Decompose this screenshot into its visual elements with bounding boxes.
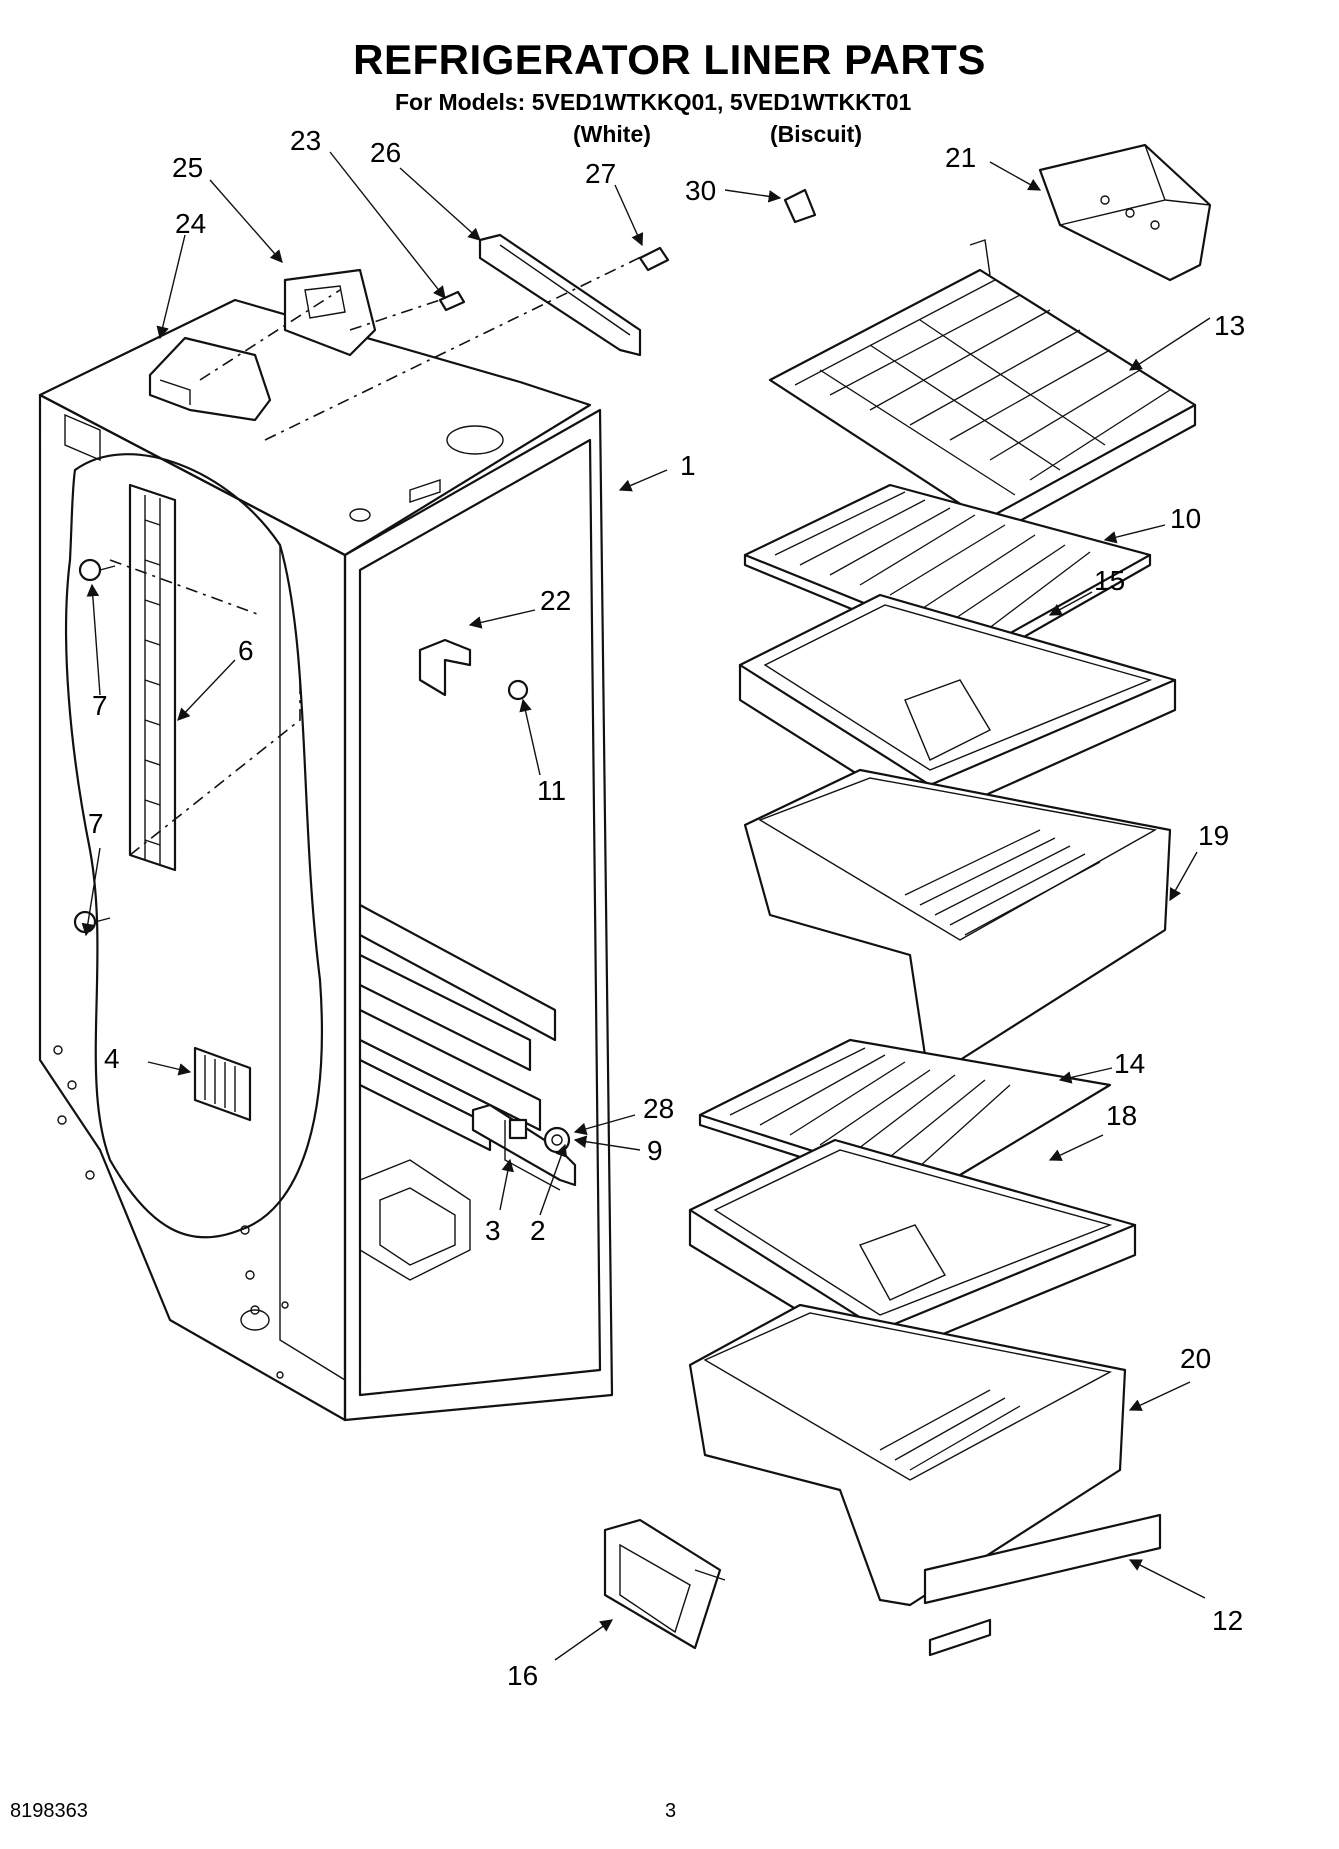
callout-22: 22 — [540, 585, 571, 616]
callout-14: 14 — [1114, 1048, 1145, 1079]
callout-18: 18 — [1106, 1100, 1137, 1131]
callout-20: 20 — [1180, 1343, 1211, 1374]
control-housing — [148, 336, 272, 422]
callout-7-upper: 7 — [92, 690, 108, 721]
leader-lines — [81, 151, 1211, 1661]
callout-9: 9 — [647, 1135, 663, 1166]
callout-23: 23 — [290, 125, 321, 156]
models-line: For Models: 5VED1WTKKQ01, 5VED1WTKKT01 — [395, 89, 912, 115]
adjuster-gear — [543, 1126, 571, 1154]
callout-4: 4 — [104, 1043, 120, 1074]
air-vent — [193, 1046, 252, 1122]
callout-27: 27 — [585, 158, 616, 189]
callout-6: 6 — [238, 635, 254, 666]
crisper-cover-frame — [738, 593, 1177, 822]
diagram-title: REFRIGERATOR LINER PARTS — [353, 36, 986, 83]
callout-16: 16 — [507, 1660, 538, 1691]
screw-23 — [438, 290, 466, 312]
liner-cabinet — [38, 298, 614, 1422]
callout-7-lower: 7 — [88, 808, 104, 839]
callout-12: 12 — [1212, 1605, 1243, 1636]
callout-11: 11 — [537, 775, 566, 806]
shelf-bracket — [418, 638, 472, 697]
callout-3: 3 — [485, 1215, 501, 1246]
drawer-trim-strip — [923, 1513, 1162, 1657]
screw-11 — [507, 679, 529, 701]
door-bin — [1038, 143, 1212, 282]
screw-lower — [73, 910, 111, 934]
housing-cover — [283, 268, 377, 357]
crisper-cover-frame-lower — [688, 1138, 1137, 1362]
screw-27 — [638, 246, 670, 272]
drawer-slide-bracket — [603, 1518, 726, 1650]
callout-25: 25 — [172, 152, 203, 183]
clip-30 — [783, 188, 817, 224]
small-plug — [508, 1118, 528, 1140]
variant-biscuit: (Biscuit) — [770, 121, 862, 147]
screw-upper — [78, 558, 116, 582]
page-number: 3 — [665, 1800, 677, 1822]
crisper-drawer-lower — [688, 1224, 1127, 1607]
shelf-ladder-rail — [128, 483, 177, 872]
wire-shelf — [768, 239, 1197, 542]
callout-19: 19 — [1198, 820, 1229, 851]
callout-1: 1 — [680, 450, 696, 481]
document-number: 8198363 — [10, 1800, 88, 1822]
callout-24: 24 — [175, 208, 206, 239]
callout-15: 15 — [1094, 565, 1125, 596]
callout-26: 26 — [370, 137, 401, 168]
top-trim — [478, 233, 642, 357]
callout-13: 13 — [1214, 310, 1245, 341]
callout-10: 10 — [1170, 503, 1201, 534]
callout-21: 21 — [945, 142, 976, 173]
variant-white: (White) — [573, 121, 651, 147]
callout-labels: 1 2 3 4 6 7 7 9 10 11 12 13 14 15 16 18 … — [88, 125, 1245, 1691]
callout-30: 30 — [685, 175, 716, 206]
callout-2: 2 — [530, 1215, 546, 1246]
callout-28: 28 — [643, 1093, 674, 1124]
